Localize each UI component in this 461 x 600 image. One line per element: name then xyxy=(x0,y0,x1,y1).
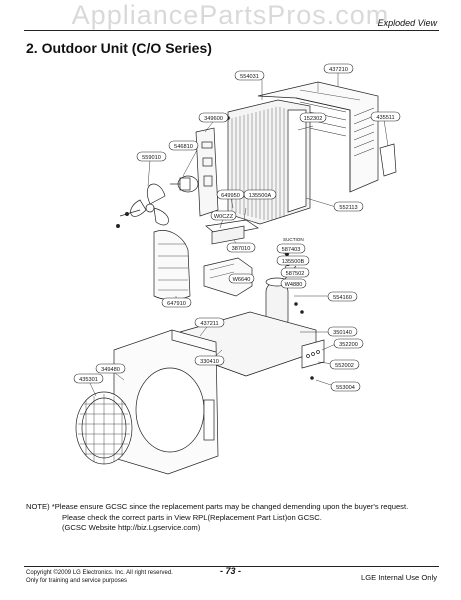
callout-349480-text: 349480 xyxy=(101,367,120,373)
callout-152302-text: 152302 xyxy=(304,116,323,122)
front-grille xyxy=(75,391,133,465)
section-label: Exploded View xyxy=(377,18,437,28)
internal-use-label: LGE Internal Use Only xyxy=(361,573,437,582)
callout-135500A: 135500A xyxy=(243,189,277,200)
callout-437211: 437211 xyxy=(194,317,225,328)
callout-135500B-text: 135500B xyxy=(282,259,305,265)
callout-350140: 350140 xyxy=(327,326,358,337)
part-callouts: 437210 554031 349600 152302 435511 54681… xyxy=(73,63,401,392)
callout-349600-text: 349600 xyxy=(204,116,223,122)
header-rule xyxy=(24,30,439,31)
condenser-coil xyxy=(227,99,311,225)
callout-152302: 152302 xyxy=(299,112,327,123)
callout-437211-text: 437211 xyxy=(200,321,218,327)
callout-437210-text: 437210 xyxy=(329,67,348,73)
fan-motor xyxy=(170,175,199,193)
callout-546810-text: 546810 xyxy=(174,144,193,150)
side-bracket xyxy=(379,143,397,177)
note-line-3: (GCSC Website http://biz.Lgservice.com) xyxy=(62,523,201,533)
callout-437210: 437210 xyxy=(323,63,354,74)
callout-552113: 552113 xyxy=(333,201,364,212)
callout-352200-text: 352200 xyxy=(339,342,358,348)
callout-330410-text: 330410 xyxy=(200,359,219,365)
callout-W6640-text: W6640 xyxy=(233,277,251,283)
terminal-block xyxy=(301,339,325,369)
callout-W0CZZ: W0CZZ xyxy=(210,210,237,221)
callout-647910: 647910 xyxy=(161,297,192,308)
callout-W0CZZ-text: W0CZZ xyxy=(214,214,234,220)
note-line-2: Please check the correct parts in View R… xyxy=(62,512,322,522)
callout-W6640: W6640 xyxy=(228,273,255,284)
control-panel xyxy=(195,127,219,217)
callout-554031-text: 554031 xyxy=(240,74,259,80)
callout-349480: 349480 xyxy=(95,363,126,374)
callout-435301: 435301 xyxy=(73,373,104,384)
page-title: 2. Outdoor Unit (C/O Series) xyxy=(26,40,212,56)
callout-559010: 559010 xyxy=(136,151,167,162)
callout-435301-text: 435301 xyxy=(79,377,98,383)
training-text: Only for training and service purposes xyxy=(26,578,128,585)
watermark: AppliancePartsPros.com xyxy=(71,0,390,30)
callout-649950-text: 649950 xyxy=(221,193,240,199)
callout-553004: 553004 xyxy=(330,381,361,392)
callout-553004-text: 553004 xyxy=(336,385,355,391)
callout-330410: 330410 xyxy=(194,355,225,366)
callout-546810: 546810 xyxy=(168,140,199,151)
callout-587403-text: 587403 xyxy=(282,247,301,253)
callout-587502: 587502 xyxy=(280,267,310,278)
note-block: NOTE) *Please ensure GCSC since the repl… xyxy=(26,502,456,534)
callout-352200: 352200 xyxy=(333,338,364,349)
callout-559010-text: 559010 xyxy=(142,155,161,161)
callout-W4880-text: W4880 xyxy=(285,282,303,288)
air-guide xyxy=(153,230,191,301)
callout-587403: 587403 xyxy=(276,243,306,254)
callout-649950: 649950 xyxy=(216,189,245,200)
callout-554031: 554031 xyxy=(234,70,265,81)
callout-135500A-text: 135500A xyxy=(249,193,272,199)
note-line-1: NOTE) *Please ensure GCSC since the repl… xyxy=(26,502,409,511)
callout-135500B: 135500B xyxy=(276,255,310,266)
callout-387010-text: 387010 xyxy=(232,246,251,252)
callout-647910-text: 647910 xyxy=(167,301,186,307)
control-box xyxy=(203,219,259,297)
copyright-text: Copyright ©2009 LG Electronics. Inc. All… xyxy=(26,570,173,576)
footer-rule xyxy=(24,566,439,567)
callout-387010: 387010 xyxy=(226,242,256,253)
page-number: - 73 - xyxy=(219,566,241,576)
front-cabinet xyxy=(113,329,219,475)
callout-587502-text: 587502 xyxy=(286,271,305,277)
callout-435511: 435511 xyxy=(370,111,401,122)
callout-435511-text: 435511 xyxy=(376,115,394,121)
propeller-fan xyxy=(119,183,169,226)
callout-552113-text: 552113 xyxy=(339,205,357,211)
footer-left: Copyright ©2009 LG Electronics. Inc. All… xyxy=(26,569,173,586)
callout-552002-text: 552002 xyxy=(335,363,354,369)
callout-350140-text: 350140 xyxy=(333,330,352,336)
callout-W4880: W4880 xyxy=(280,278,307,289)
callout-552002: 552002 xyxy=(329,359,360,370)
callout-554160: 554160 xyxy=(327,291,358,302)
callout-554160-text: 554160 xyxy=(333,295,352,301)
suction-label: SUCTION xyxy=(283,237,304,242)
exploded-view-diagram: 437210 554031 349600 152302 435511 54681… xyxy=(73,63,401,475)
callout-349600: 349600 xyxy=(198,112,229,123)
